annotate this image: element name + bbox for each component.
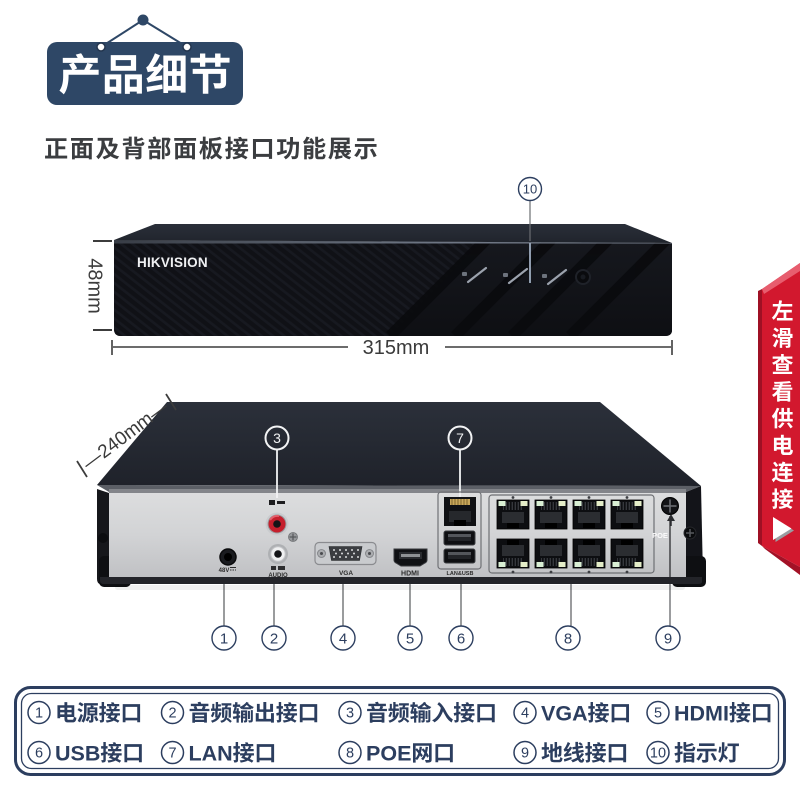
svg-text:7: 7 <box>456 430 464 446</box>
svg-text:9: 9 <box>664 630 672 647</box>
svg-text:USB: USB <box>55 742 100 766</box>
svg-text:48V: 48V <box>219 568 230 574</box>
svg-text:1: 1 <box>35 706 43 722</box>
svg-text:AUDIO: AUDIO <box>268 573 288 579</box>
svg-text:1: 1 <box>220 630 228 647</box>
svg-text:POE: POE <box>652 531 668 540</box>
svg-text:3: 3 <box>346 706 354 722</box>
svg-text:4: 4 <box>339 630 347 647</box>
svg-text:VGA: VGA <box>339 570 353 577</box>
svg-text:8: 8 <box>564 630 572 647</box>
svg-text:3: 3 <box>273 430 281 446</box>
svg-text:9: 9 <box>521 746 529 762</box>
svg-text:5: 5 <box>406 630 414 647</box>
svg-text:VGA: VGA <box>541 702 588 726</box>
svg-text:48mm: 48mm <box>84 258 106 314</box>
svg-text:10: 10 <box>650 746 666 762</box>
svg-text:7: 7 <box>168 746 176 762</box>
svg-text:LAN&USB: LAN&USB <box>447 571 474 577</box>
svg-text:4: 4 <box>521 706 529 722</box>
svg-text:315mm: 315mm <box>363 337 430 359</box>
svg-text:10: 10 <box>523 182 537 197</box>
svg-text:2: 2 <box>168 706 176 722</box>
svg-text:6: 6 <box>457 630 465 647</box>
svg-text:8: 8 <box>346 746 354 762</box>
svg-text:LAN: LAN <box>189 742 233 766</box>
svg-text:POE: POE <box>366 742 411 766</box>
svg-text:HIKVISION: HIKVISION <box>137 255 208 270</box>
svg-text:HDMI: HDMI <box>401 571 419 578</box>
svg-text:2: 2 <box>270 630 278 647</box>
svg-text:5: 5 <box>654 706 662 722</box>
svg-text:6: 6 <box>35 746 43 762</box>
svg-text:HDMI: HDMI <box>674 702 729 726</box>
